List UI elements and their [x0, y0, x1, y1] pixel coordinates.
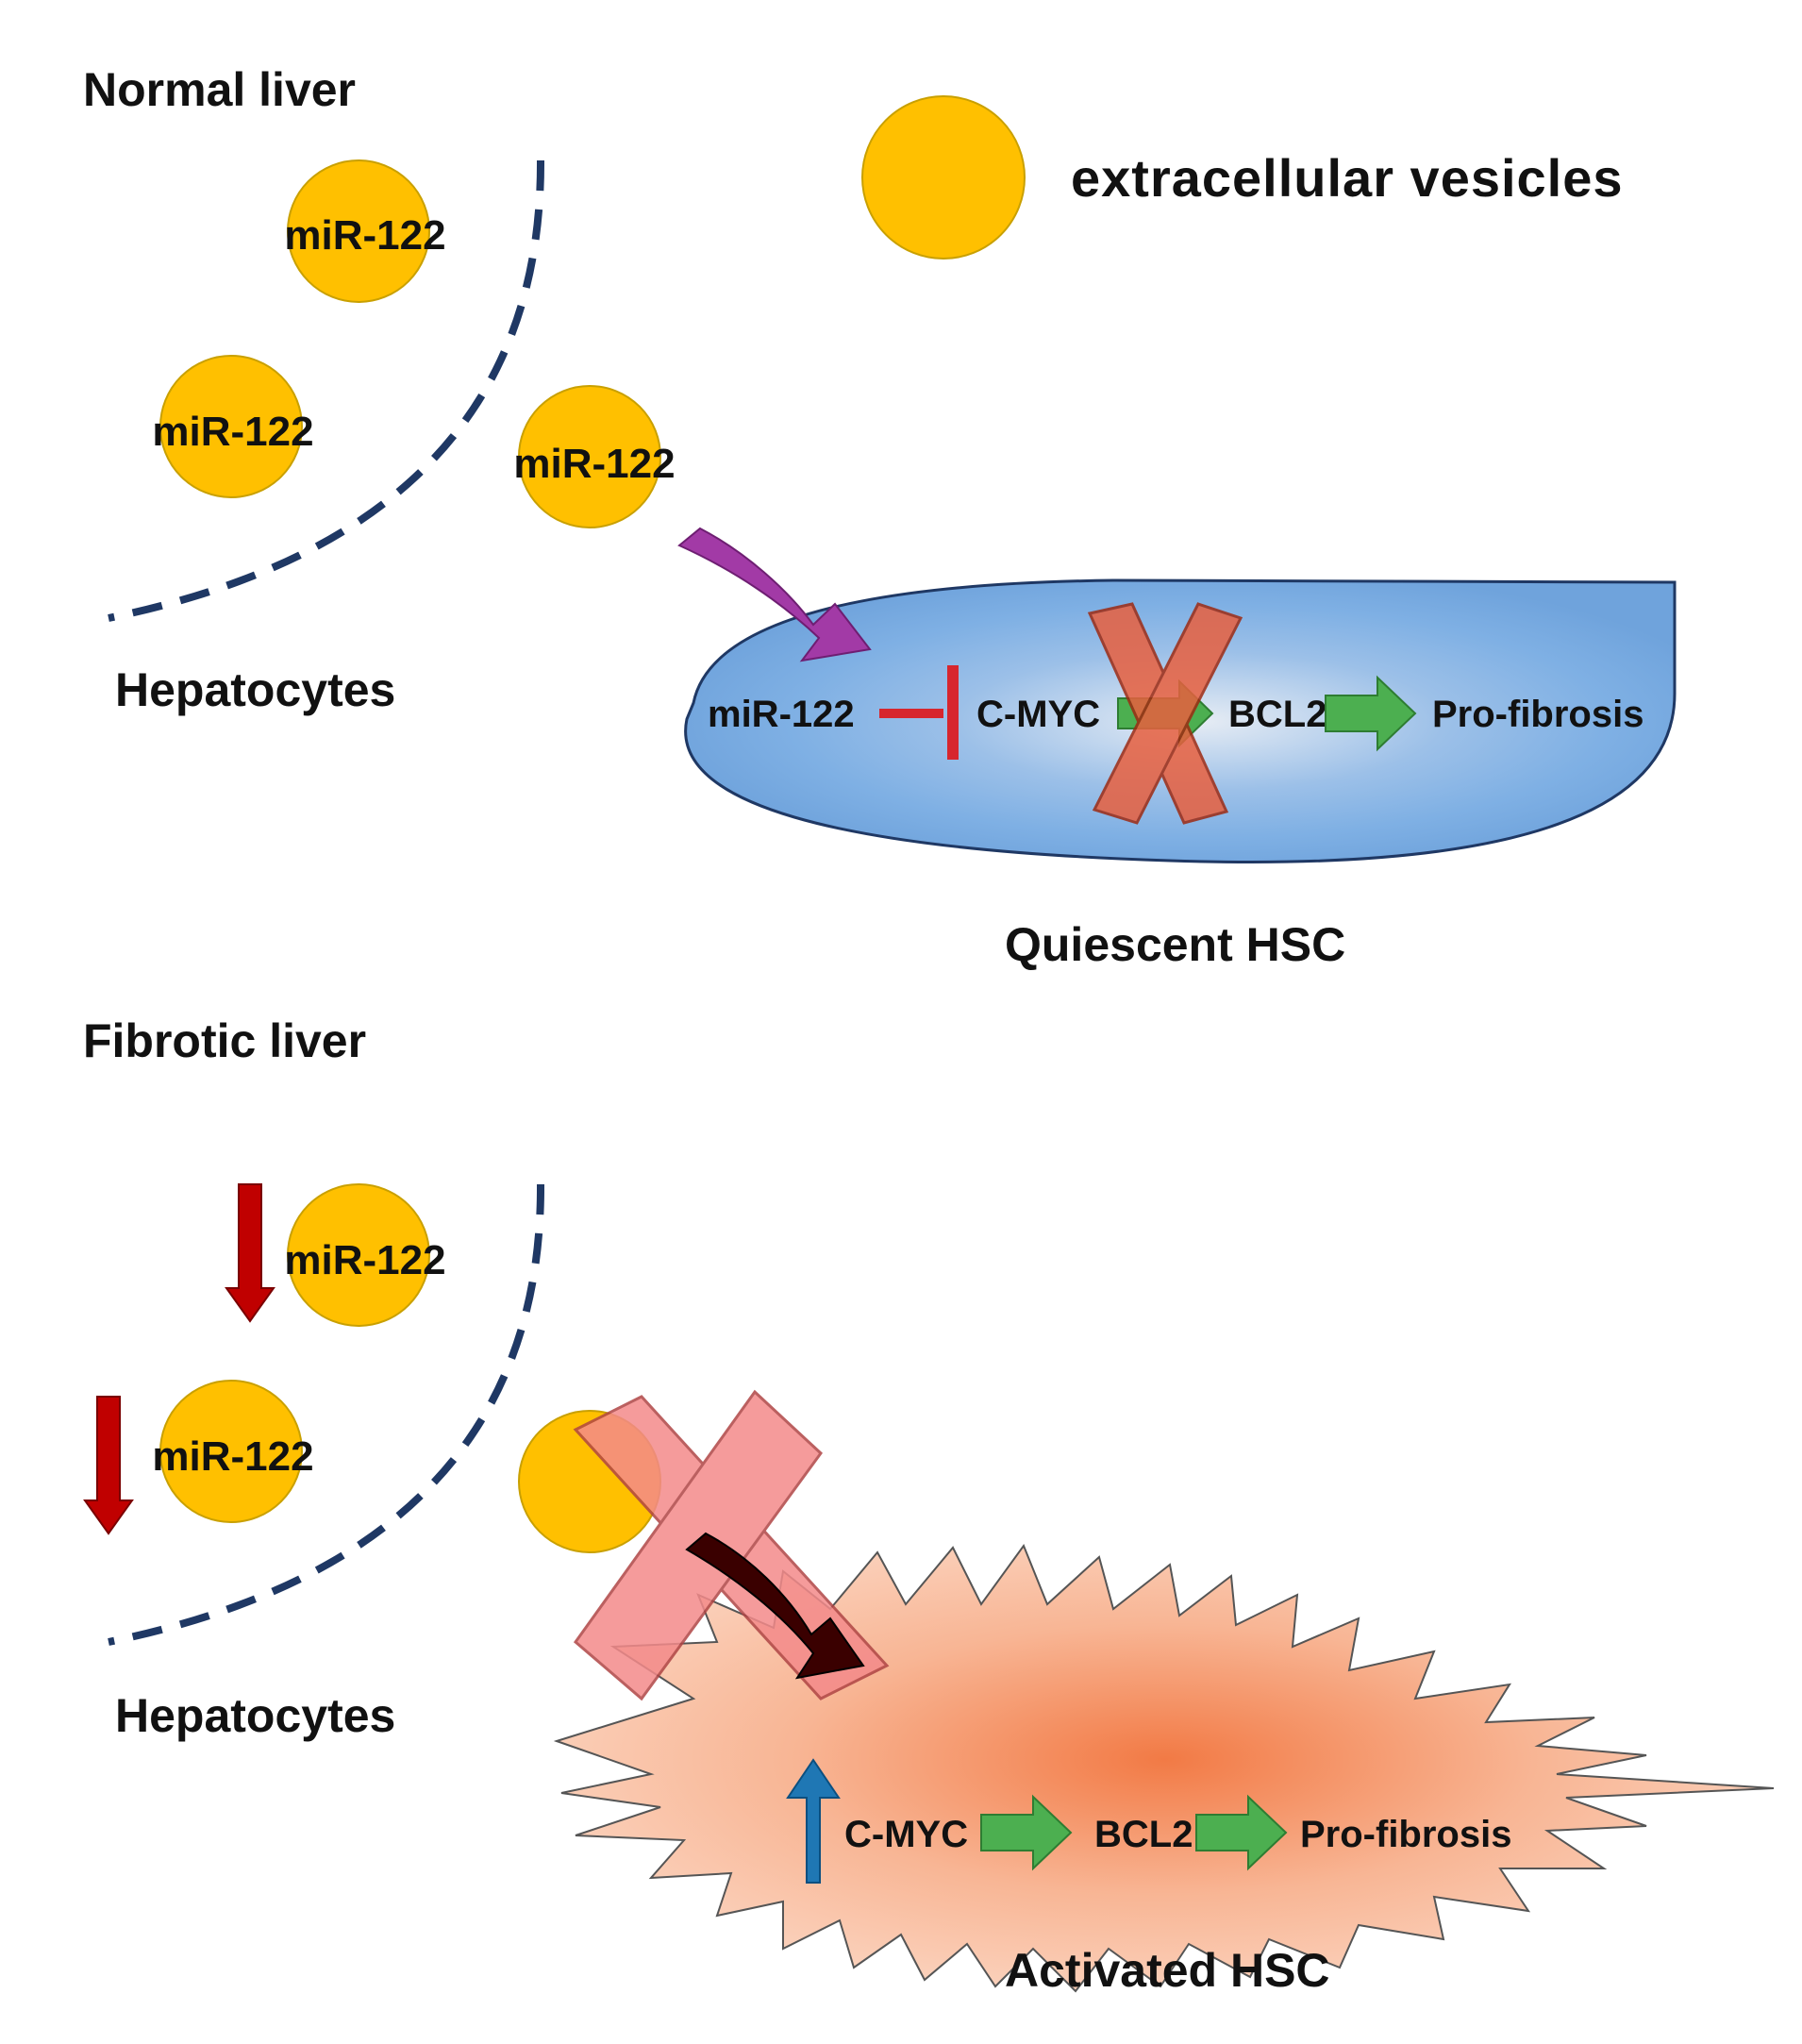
activated-hsc-label: Activated HSC	[1005, 1944, 1330, 1997]
normal-liver-title: Normal liver	[83, 63, 356, 116]
promote-arrow-bottom-1	[980, 1794, 1073, 1871]
activated-hsc-cell	[553, 1543, 1775, 1993]
vesicle-top-2: miR-122	[152, 355, 314, 498]
pathway-mir122: miR-122	[708, 694, 855, 735]
promote-arrow-top	[1325, 675, 1417, 752]
legend: extracellular vesicles	[861, 95, 1624, 260]
hepatocyte-membrane-top	[108, 159, 545, 622]
vesicle-top-3: miR-122	[513, 385, 676, 528]
uptake-arrow	[677, 527, 872, 662]
pathway-bcl2-bottom: BCL2	[1094, 1814, 1193, 1855]
promote-arrow-bottom-2	[1195, 1794, 1288, 1871]
pathway-cmyc-top: C-MYC	[976, 694, 1100, 735]
blocked-uptake-arrow	[685, 1532, 865, 1680]
vesicle-label: miR-122	[284, 212, 445, 259]
block-cross-top	[1087, 602, 1243, 825]
pathway-bcl2-top: BCL2	[1228, 694, 1326, 735]
pathway-cmyc-bottom: C-MYC	[844, 1814, 968, 1855]
hepatocyte-membrane-bottom	[108, 1183, 545, 1646]
vesicle-label: miR-122	[513, 441, 675, 487]
vesicle-bottom-2: miR-122	[152, 1380, 314, 1523]
vesicle-top-1: miR-122	[284, 159, 446, 303]
pathway-outcome-top: Pro-fibrosis	[1432, 694, 1643, 735]
vesicle-bottom-1: miR-122	[284, 1183, 446, 1327]
legend-vesicle-icon	[861, 95, 1026, 260]
up-arrow	[786, 1758, 841, 1884]
down-arrow-1	[225, 1183, 275, 1323]
vesicle-label: miR-122	[152, 409, 313, 455]
fibrotic-liver-title: Fibrotic liver	[83, 1014, 366, 1067]
quiescent-hsc-label: Quiescent HSC	[1005, 918, 1345, 971]
vesicle-label: miR-122	[284, 1237, 445, 1283]
hepatocytes-label-top: Hepatocytes	[115, 663, 395, 716]
vesicle-label: miR-122	[152, 1433, 313, 1480]
legend-vesicle-label: extracellular vesicles	[1071, 148, 1624, 208]
hepatocytes-label-bottom: Hepatocytes	[115, 1689, 395, 1742]
down-arrow-2	[83, 1396, 134, 1535]
inhibition-bar	[879, 665, 959, 760]
pathway-outcome-bottom: Pro-fibrosis	[1300, 1814, 1511, 1855]
